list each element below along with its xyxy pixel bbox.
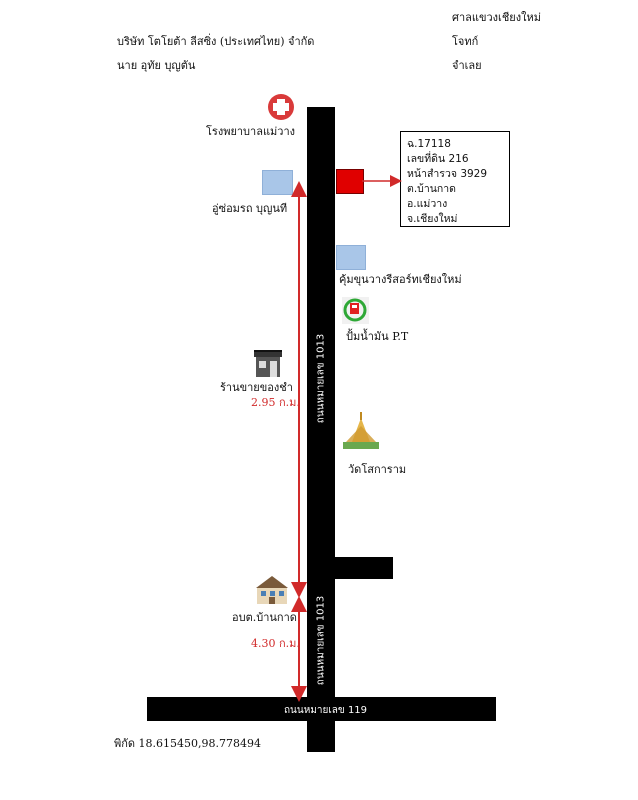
distance-lower-label: 4.30 ก.ม. <box>251 637 300 650</box>
sao-label: อบต.บ้านกาด <box>232 611 297 624</box>
defendant-role: จำเลย <box>452 59 482 72</box>
gas-station-icon <box>342 297 369 324</box>
sao-building-icon <box>256 576 288 604</box>
road-1013 <box>307 107 335 752</box>
plaintiff-role: โจทก์ <box>452 35 479 48</box>
gas-station-label: ปั้มน้ำมัน P.T <box>346 330 409 343</box>
hospital-label: โรงพยาบาลแม่วาง <box>206 125 296 138</box>
address-box: ฉ.17118 เลขที่ดิน 216 หน้าสำรวจ 3929 ต.บ… <box>400 131 510 227</box>
road-119 <box>147 697 496 721</box>
defendant-name: นาย อุทัย บุญตัน <box>117 59 196 72</box>
address-line: ต.บ้านกาด <box>407 183 456 195</box>
side-road <box>335 557 393 579</box>
coordinates-text: พิกัด 18.615450,98.778494 <box>114 737 262 750</box>
address-line: หน้าสำรวจ 3929 <box>407 168 488 180</box>
address-line: อ.แม่วาง <box>407 198 448 210</box>
garage-building <box>262 170 293 195</box>
court-name: ศาลแขวงเชียงใหม่ <box>452 11 541 24</box>
address-line: ฉ.17118 <box>407 138 451 150</box>
address-line: จ.เชียงใหม่ <box>407 213 458 225</box>
temple-icon <box>343 412 379 449</box>
distance-upper-label: 2.95 ก.ม. <box>251 396 300 409</box>
temple-label: วัดโสการาม <box>348 463 407 476</box>
shop-icon <box>254 350 282 377</box>
resort-building <box>336 245 366 270</box>
hospital-icon <box>268 94 294 120</box>
garage-label: อู่ซ่อมรถ บุญนที <box>212 202 288 215</box>
shop-label: ร้านขายของชำ <box>220 381 293 394</box>
company-name: บริษัท โตโยต้า ลีสซิ่ง (ประเทศไทย) จำกัด <box>117 35 315 48</box>
resort-label: คุ้มขุนวางรีสอร์ทเชียงใหม่ <box>339 273 462 286</box>
address-line: เลขที่ดิน 216 <box>407 153 469 165</box>
road-119-label: ถนนหมายเลข 119 <box>284 705 368 716</box>
